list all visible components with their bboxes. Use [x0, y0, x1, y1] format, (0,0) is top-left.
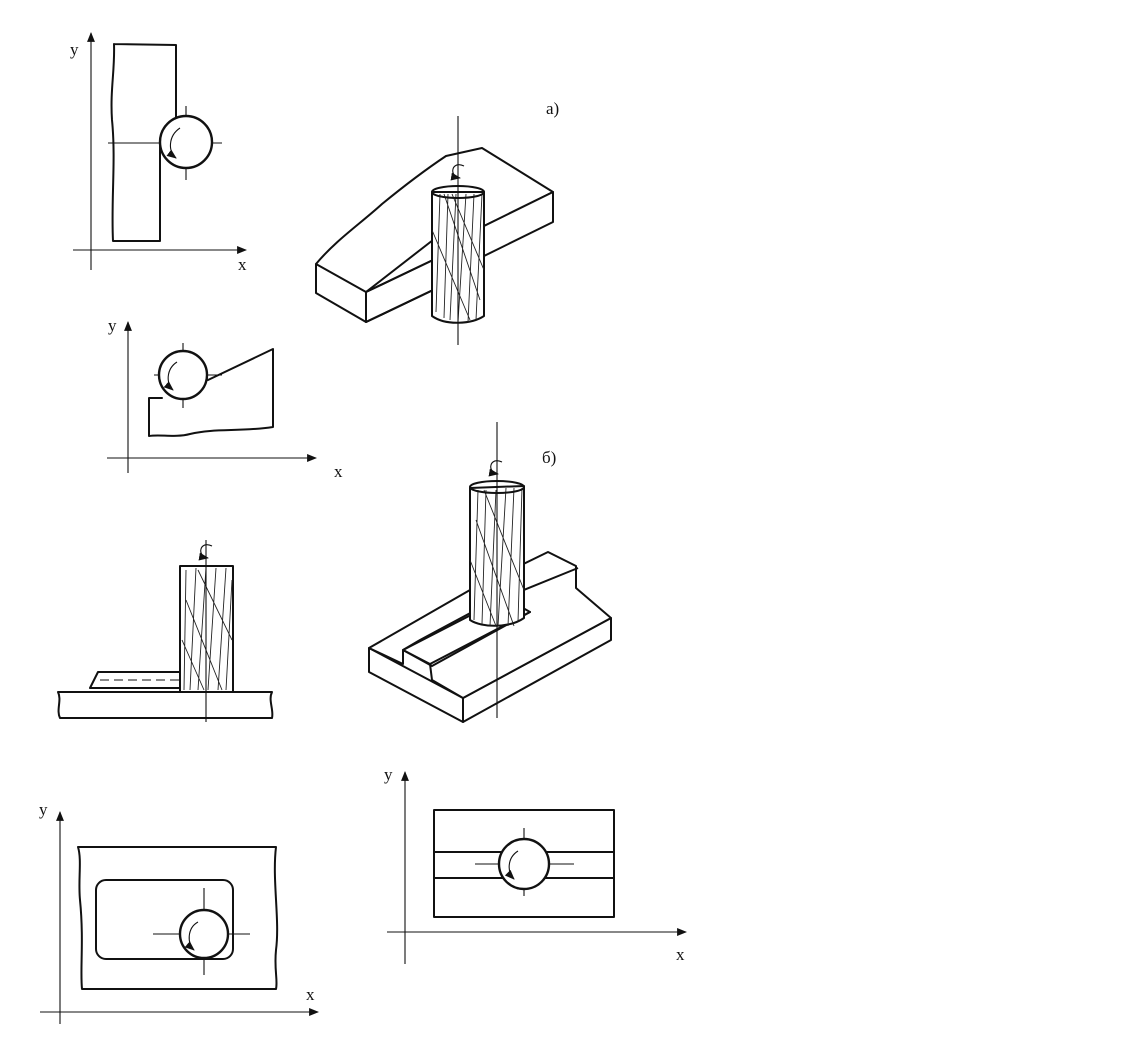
panel-a-isometric: а) [315, 99, 559, 345]
workpiece-outline [77, 846, 279, 990]
y-axis-label: y [70, 40, 79, 59]
flute-lines [469, 487, 525, 627]
y-axis-label: y [39, 800, 48, 819]
x-axis-label: x [676, 945, 685, 964]
flute-lines [431, 193, 485, 323]
x-axis-label: x [334, 462, 343, 481]
part-b-label: б) [542, 448, 556, 467]
rotation-arrow-icon [450, 164, 465, 181]
panel-pocket-plan: y x [39, 800, 319, 1024]
pocket-outline [95, 879, 234, 960]
cutter-icon [158, 114, 214, 170]
panel-slot-plan: y x [384, 765, 687, 964]
workpiece-outline [148, 348, 274, 437]
y-axis-label: y [384, 765, 393, 784]
cutter-icon [497, 837, 551, 891]
x-axis-label: x [238, 255, 247, 274]
y-axis-label: y [108, 316, 117, 335]
flute-lines [181, 567, 233, 691]
rotation-arrow-icon [184, 921, 199, 951]
panel-slope-plan: y x [107, 316, 343, 481]
rotation-arrow-icon [488, 460, 503, 477]
workpiece-outline [110, 43, 177, 242]
rotation-arrow-icon [166, 127, 181, 159]
panel-b-isometric: б) [368, 422, 612, 723]
rotation-arrow-icon [198, 544, 213, 561]
base-plate [57, 691, 274, 719]
cutter-icon [157, 349, 209, 401]
rotation-arrow-icon [163, 361, 178, 391]
rotation-arrow-icon [504, 850, 519, 880]
workpiece-outline [433, 809, 615, 918]
part-a-label: а) [546, 99, 559, 118]
panel-step-side [57, 540, 274, 722]
workpiece-step [89, 671, 183, 689]
panel-shoulder-plan: y x [70, 32, 247, 274]
x-axis-label: x [306, 985, 315, 1004]
cutter-icon [178, 908, 230, 960]
